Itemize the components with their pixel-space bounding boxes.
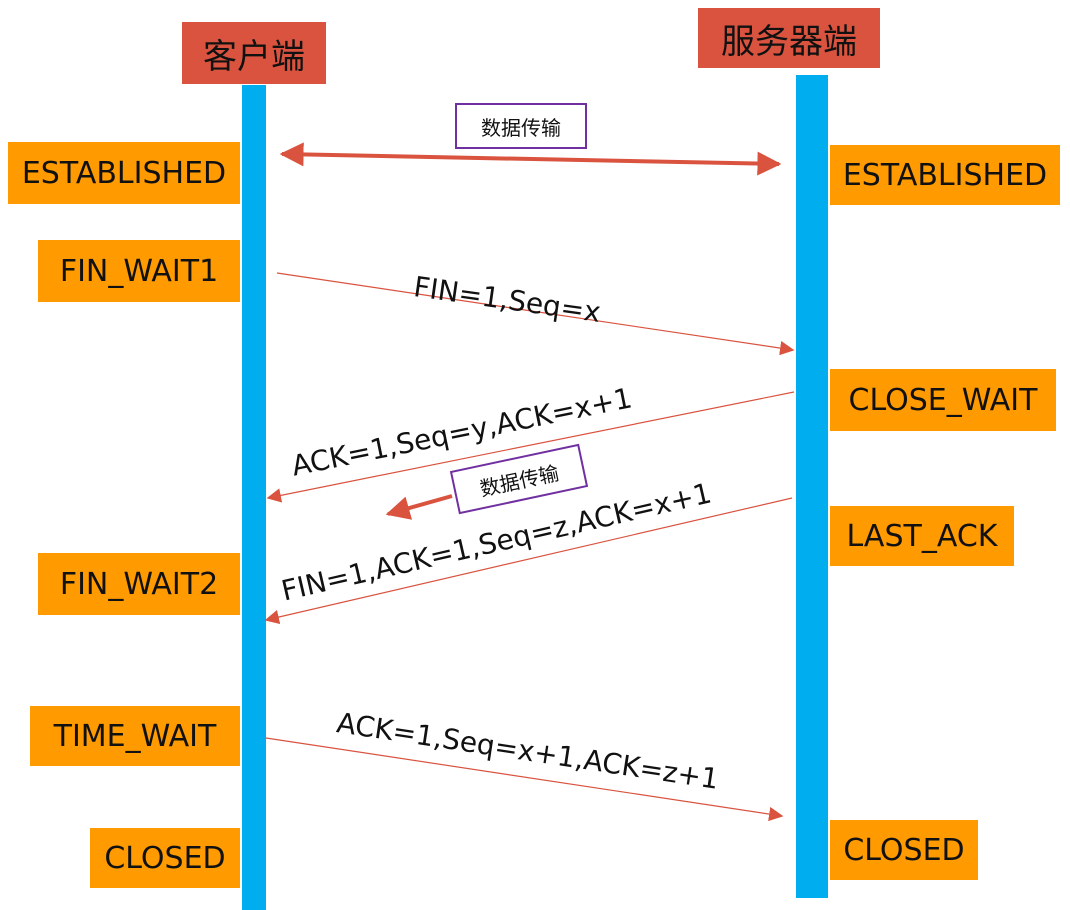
small-data-arrow — [385, 494, 453, 520]
server-state-last-ack: LAST_ACK — [830, 506, 1014, 566]
client-lifeline — [242, 85, 266, 910]
client-state-fin-wait2: FIN_WAIT2 — [38, 553, 240, 615]
data-transfer-box-top: 数据传输 — [455, 103, 587, 149]
server-state-closed: CLOSED — [830, 820, 978, 880]
server-state-established: ESTABLISHED — [830, 145, 1060, 205]
client-header: 客户端 — [182, 22, 326, 84]
client-state-time-wait: TIME_WAIT — [30, 706, 240, 766]
client-state-closed: CLOSED — [90, 828, 240, 888]
server-header: 服务器端 — [698, 8, 880, 68]
fin2-arrow — [264, 497, 793, 625]
client-state-fin-wait1: FIN_WAIT1 — [38, 240, 240, 302]
fin1-arrow — [276, 272, 795, 356]
ack1-arrow — [266, 391, 795, 503]
client-state-established: ESTABLISHED — [8, 142, 240, 204]
data-transfer-arrow — [279, 142, 782, 176]
ack2-arrow — [265, 737, 784, 822]
server-lifeline — [796, 75, 828, 898]
server-state-close-wait: CLOSE_WAIT — [830, 369, 1056, 431]
